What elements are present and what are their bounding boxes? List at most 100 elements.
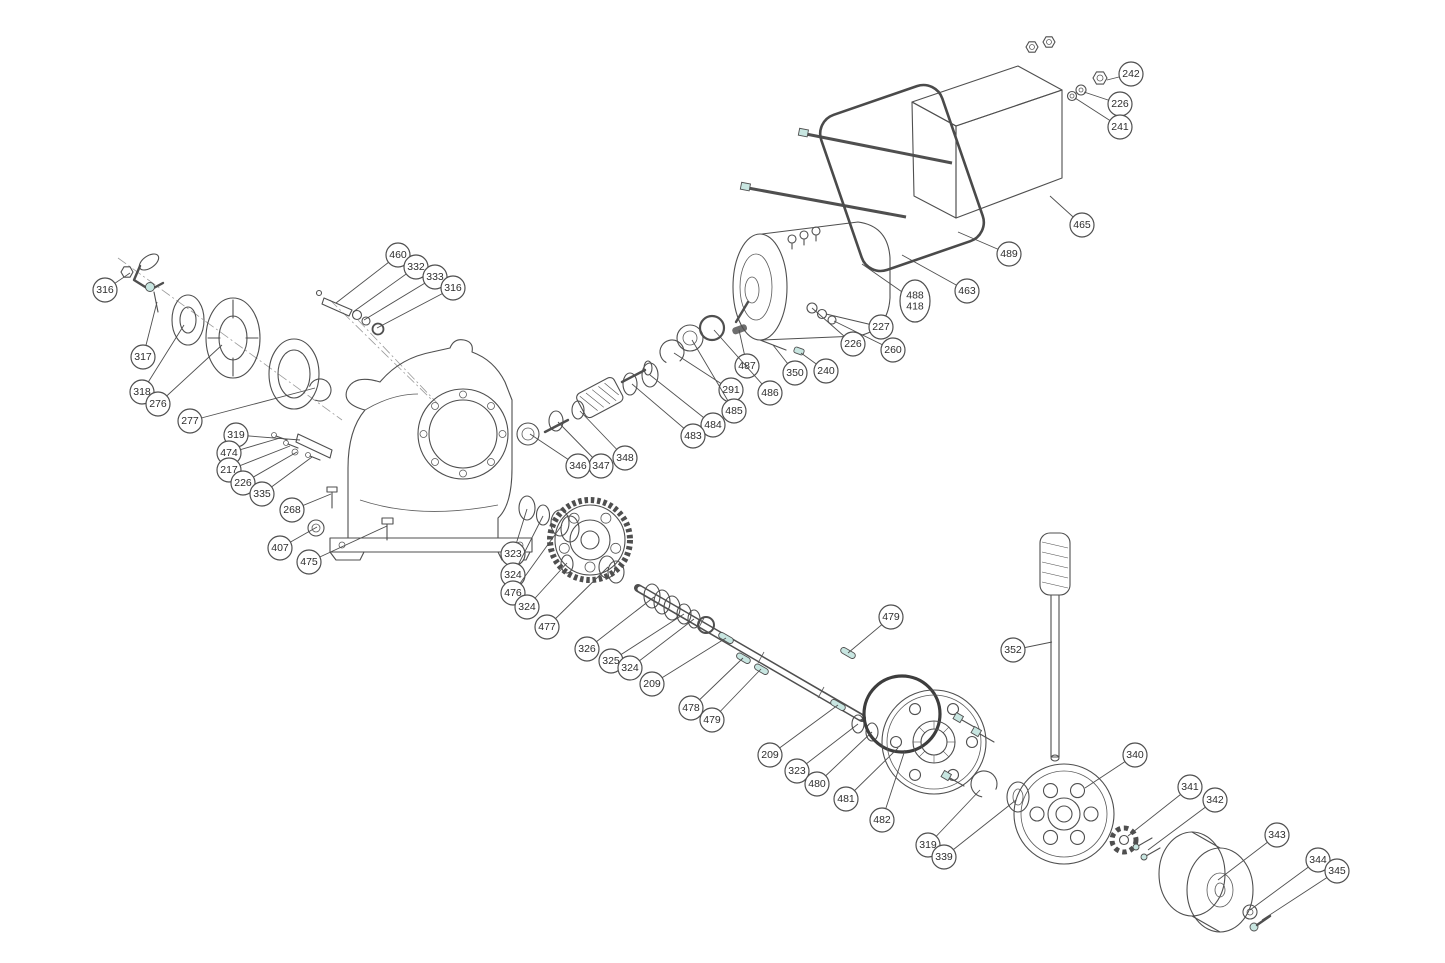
part-callout-324-39: 324	[500, 515, 544, 588]
callout-balloon	[899, 279, 931, 323]
washer-241	[1066, 90, 1078, 102]
lobed-gear-341	[1109, 825, 1139, 855]
part-callout-324-41: 324	[514, 562, 568, 620]
hex-nut-top-1	[1025, 41, 1039, 53]
callout-leader-line	[610, 613, 685, 662]
hex-nut-top-2	[1042, 36, 1056, 48]
callout-leader-line	[651, 637, 727, 685]
part-callout-209-50: 209	[757, 704, 839, 768]
o-ring-shaft	[697, 616, 715, 634]
callout-label: 480	[808, 778, 826, 790]
drive-gear-group	[518, 495, 633, 584]
callout-leader-line	[631, 383, 694, 437]
part-callout-268-35: 268	[279, 493, 332, 523]
callout-label: 323	[504, 548, 522, 560]
callout-label: 488	[906, 290, 924, 302]
clutch-lever-group	[120, 253, 165, 313]
callout-balloon	[878, 604, 904, 630]
callout-label: 483	[684, 430, 702, 442]
callout-leader-line	[1127, 786, 1191, 837]
callout-label: 479	[882, 611, 900, 623]
callout-label: 339	[935, 851, 953, 863]
callout-label: 324	[504, 569, 522, 581]
gear-teeth	[547, 497, 633, 583]
callout-label: 325	[602, 655, 620, 667]
motor-stud-2	[747, 186, 907, 219]
drum-group	[1013, 763, 1272, 933]
drive-shaft-group	[634, 583, 879, 742]
clutch-parts-group	[171, 294, 332, 410]
callout-balloon	[1069, 212, 1095, 238]
part-callout-217-32: 217	[216, 445, 291, 483]
callout-label: 347	[592, 460, 610, 472]
callout-balloon	[249, 481, 275, 507]
part-callout-317-22: 317	[130, 301, 158, 370]
part-callout-260-9: 260	[833, 320, 906, 363]
callout-balloon	[869, 807, 895, 833]
callout-label: 418	[906, 301, 924, 313]
callout-balloon	[534, 614, 560, 640]
centerlines	[117, 257, 439, 421]
callout-leader-line	[352, 266, 417, 313]
callout-label: 407	[271, 542, 289, 554]
callout-balloon	[1000, 637, 1026, 663]
callout-label: 348	[616, 452, 634, 464]
callout-label: 260	[884, 344, 902, 356]
part-callout-335-34: 335	[249, 456, 313, 507]
callout-balloon	[1118, 61, 1144, 87]
part-callout-226-33: 226	[230, 451, 298, 496]
callout-leader-line	[796, 723, 859, 772]
callout-balloon	[678, 695, 704, 721]
gear-housing-group	[271, 339, 533, 561]
housing-base	[329, 537, 533, 553]
part-callout-347-19: 347	[557, 421, 614, 479]
callout-leader-line	[141, 324, 185, 393]
callout-balloon	[784, 758, 810, 784]
hex-nut-242	[1092, 71, 1108, 85]
part-callout-482-54: 482	[869, 749, 906, 833]
callout-label: 475	[300, 556, 318, 568]
callout-balloon	[833, 786, 859, 812]
callout-balloon	[92, 277, 118, 303]
callout-leader-line	[308, 525, 388, 563]
callout-leader-line	[769, 704, 839, 756]
worm-gear-drawing	[576, 376, 624, 419]
callout-label: 484	[704, 419, 722, 431]
part-callout-477-42: 477	[534, 566, 609, 640]
part-callout-276-24: 276	[145, 344, 223, 417]
part-callout-345-63: 345	[1261, 858, 1350, 921]
part-callout-316-21: 316	[92, 272, 131, 303]
callout-label: 277	[181, 415, 199, 427]
part-callout-241-2: 241	[1074, 97, 1133, 140]
pin-479-a	[754, 663, 769, 675]
gasket-489	[818, 83, 986, 273]
callout-label: 345	[1328, 865, 1346, 877]
callout-label: 340	[1126, 749, 1144, 761]
part-callout-460-26: 460	[335, 242, 411, 304]
o-ring-small	[371, 322, 385, 336]
callout-leader-line	[1147, 799, 1216, 851]
callout-leader-line	[943, 799, 1017, 858]
part-callout-475-37: 475	[296, 525, 388, 575]
part-callout-407-36: 407	[267, 526, 318, 561]
part-callout-342-60: 342	[1147, 787, 1228, 851]
callout-label: 343	[1268, 829, 1286, 841]
callout-leader-line	[376, 287, 454, 329]
callout-label: 487	[738, 360, 756, 372]
part-callout-344-62: 344	[1249, 847, 1331, 911]
key-487	[732, 324, 748, 335]
callout-label: 242	[1122, 68, 1140, 80]
callout-leader-line	[691, 339, 735, 412]
part-callout-226-1: 226	[1083, 91, 1133, 117]
bearing-346	[516, 422, 540, 446]
callout-balloon	[721, 398, 747, 424]
part-callout-209-46: 209	[639, 637, 727, 697]
callout-label: 241	[1111, 121, 1129, 133]
callout-label: 463	[958, 285, 976, 297]
callout-label: 474	[220, 447, 238, 459]
callout-label: 342	[1206, 794, 1224, 806]
callout-label: 324	[518, 601, 536, 613]
